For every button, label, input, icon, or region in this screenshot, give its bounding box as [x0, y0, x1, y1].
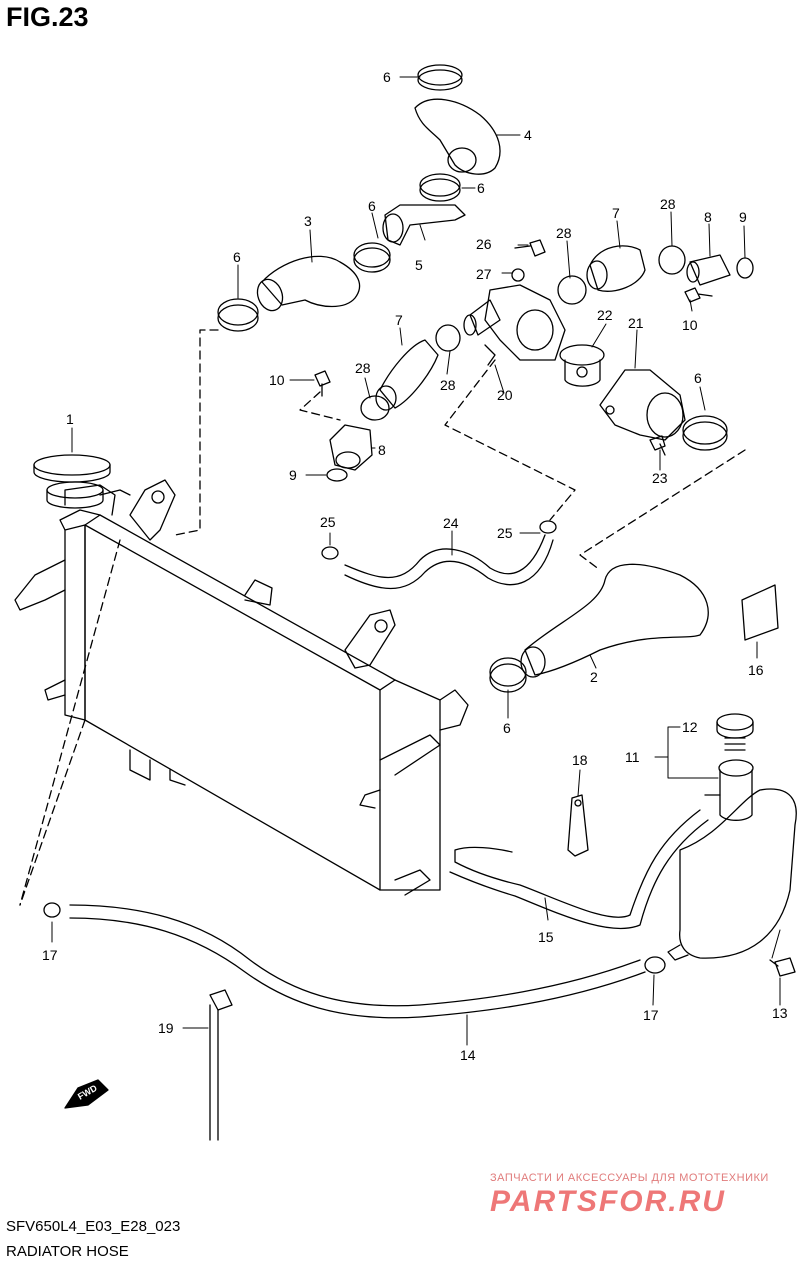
- callout-6-b: 6: [477, 180, 485, 196]
- callout-18: 18: [572, 752, 588, 768]
- callout-16: 16: [748, 662, 764, 678]
- callout-6-a: 6: [383, 69, 391, 85]
- callout-13: 13: [772, 1005, 788, 1021]
- callout-8-b: 8: [378, 442, 386, 458]
- callout-25-b: 25: [497, 525, 513, 541]
- callout-17-b: 17: [643, 1007, 659, 1023]
- callout-25-a: 25: [320, 514, 336, 530]
- callout-14: 14: [460, 1047, 476, 1063]
- callout-17-a: 17: [42, 947, 58, 963]
- callout-7-b: 7: [395, 312, 403, 328]
- callout-19: 19: [158, 1020, 174, 1036]
- callout-2: 2: [590, 669, 598, 685]
- watermark-tagline: ЗАПЧАСТИ И АКСЕССУАРЫ ДЛЯ МОТОТЕХНИКИ: [490, 1172, 769, 1184]
- callout-10-b: 10: [269, 372, 285, 388]
- bolt-group: [314, 239, 713, 456]
- figure-name: RADIATOR HOSE: [6, 1243, 129, 1260]
- thermostat-22: [559, 344, 605, 387]
- callout-7-a: 7: [612, 205, 620, 221]
- callout-28-b: 28: [660, 196, 676, 212]
- radiator-cap: [33, 454, 111, 509]
- callout-28-d: 28: [440, 377, 456, 393]
- callout-5: 5: [415, 257, 423, 273]
- callout-21: 21: [628, 315, 644, 331]
- radiator: [14, 479, 469, 896]
- hose-15: [449, 809, 709, 930]
- hose-2: [520, 563, 709, 678]
- clip-17-group: [43, 902, 666, 974]
- callout-23: 23: [652, 470, 668, 486]
- thermostat-housing-20: [463, 284, 566, 366]
- hose-14: [69, 904, 646, 1019]
- reservoir-cap-12: [716, 713, 754, 751]
- band-18: [567, 794, 589, 857]
- callout-26: 26: [476, 236, 492, 252]
- hose-3: [256, 255, 361, 312]
- clamp-6-group: [217, 64, 728, 693]
- callout-11: 11: [625, 749, 640, 765]
- callout-8-a: 8: [704, 209, 712, 225]
- callout-labels: 6 4 6 6 3 6 5 26 27 28 7 28 8 9 10 22 21…: [42, 69, 788, 1102]
- figure-title: FIG.23: [6, 2, 89, 32]
- thermostat-cover-21: [599, 369, 686, 441]
- dashed-guide-lines: [19, 329, 746, 906]
- callout-6-c: 6: [368, 198, 376, 214]
- callout-4: 4: [524, 127, 532, 143]
- callout-24: 24: [443, 515, 459, 531]
- callout-15: 15: [538, 929, 554, 945]
- callout-22: 22: [597, 307, 613, 323]
- callout-9-a: 9: [739, 209, 747, 225]
- hose-4: [414, 98, 501, 175]
- callout-6-f: 6: [503, 720, 511, 736]
- callout-12: 12: [682, 719, 698, 735]
- callout-9-b: 9: [289, 467, 297, 483]
- watermark-brand: PARTSFOR.RU: [490, 1185, 726, 1218]
- breather-hose-19: [209, 989, 233, 1141]
- leader-lines: [51, 76, 781, 1046]
- callout-1: 1: [66, 411, 74, 427]
- callout-27: 27: [476, 266, 492, 282]
- callout-3: 3: [304, 213, 312, 229]
- fwd-arrow: [64, 1079, 109, 1109]
- pipe-5: [382, 204, 466, 246]
- callout-10-a: 10: [682, 317, 698, 333]
- callout-28-c: 28: [355, 360, 371, 376]
- o-ring-9-group: [326, 257, 754, 482]
- figure-code: SFV650L4_E03_E28_023: [6, 1218, 181, 1235]
- callout-20: 20: [497, 387, 513, 403]
- hose-7-group: [375, 245, 646, 411]
- callout-6-e: 6: [694, 370, 702, 386]
- callout-28-a: 28: [556, 225, 572, 241]
- callout-6-d: 6: [233, 249, 241, 265]
- bracket-16: [741, 584, 779, 641]
- fitting-8-group: [329, 254, 731, 471]
- reservoir-tank-11: [667, 759, 797, 961]
- bolt-13: [769, 957, 796, 977]
- hose-24: [344, 534, 554, 590]
